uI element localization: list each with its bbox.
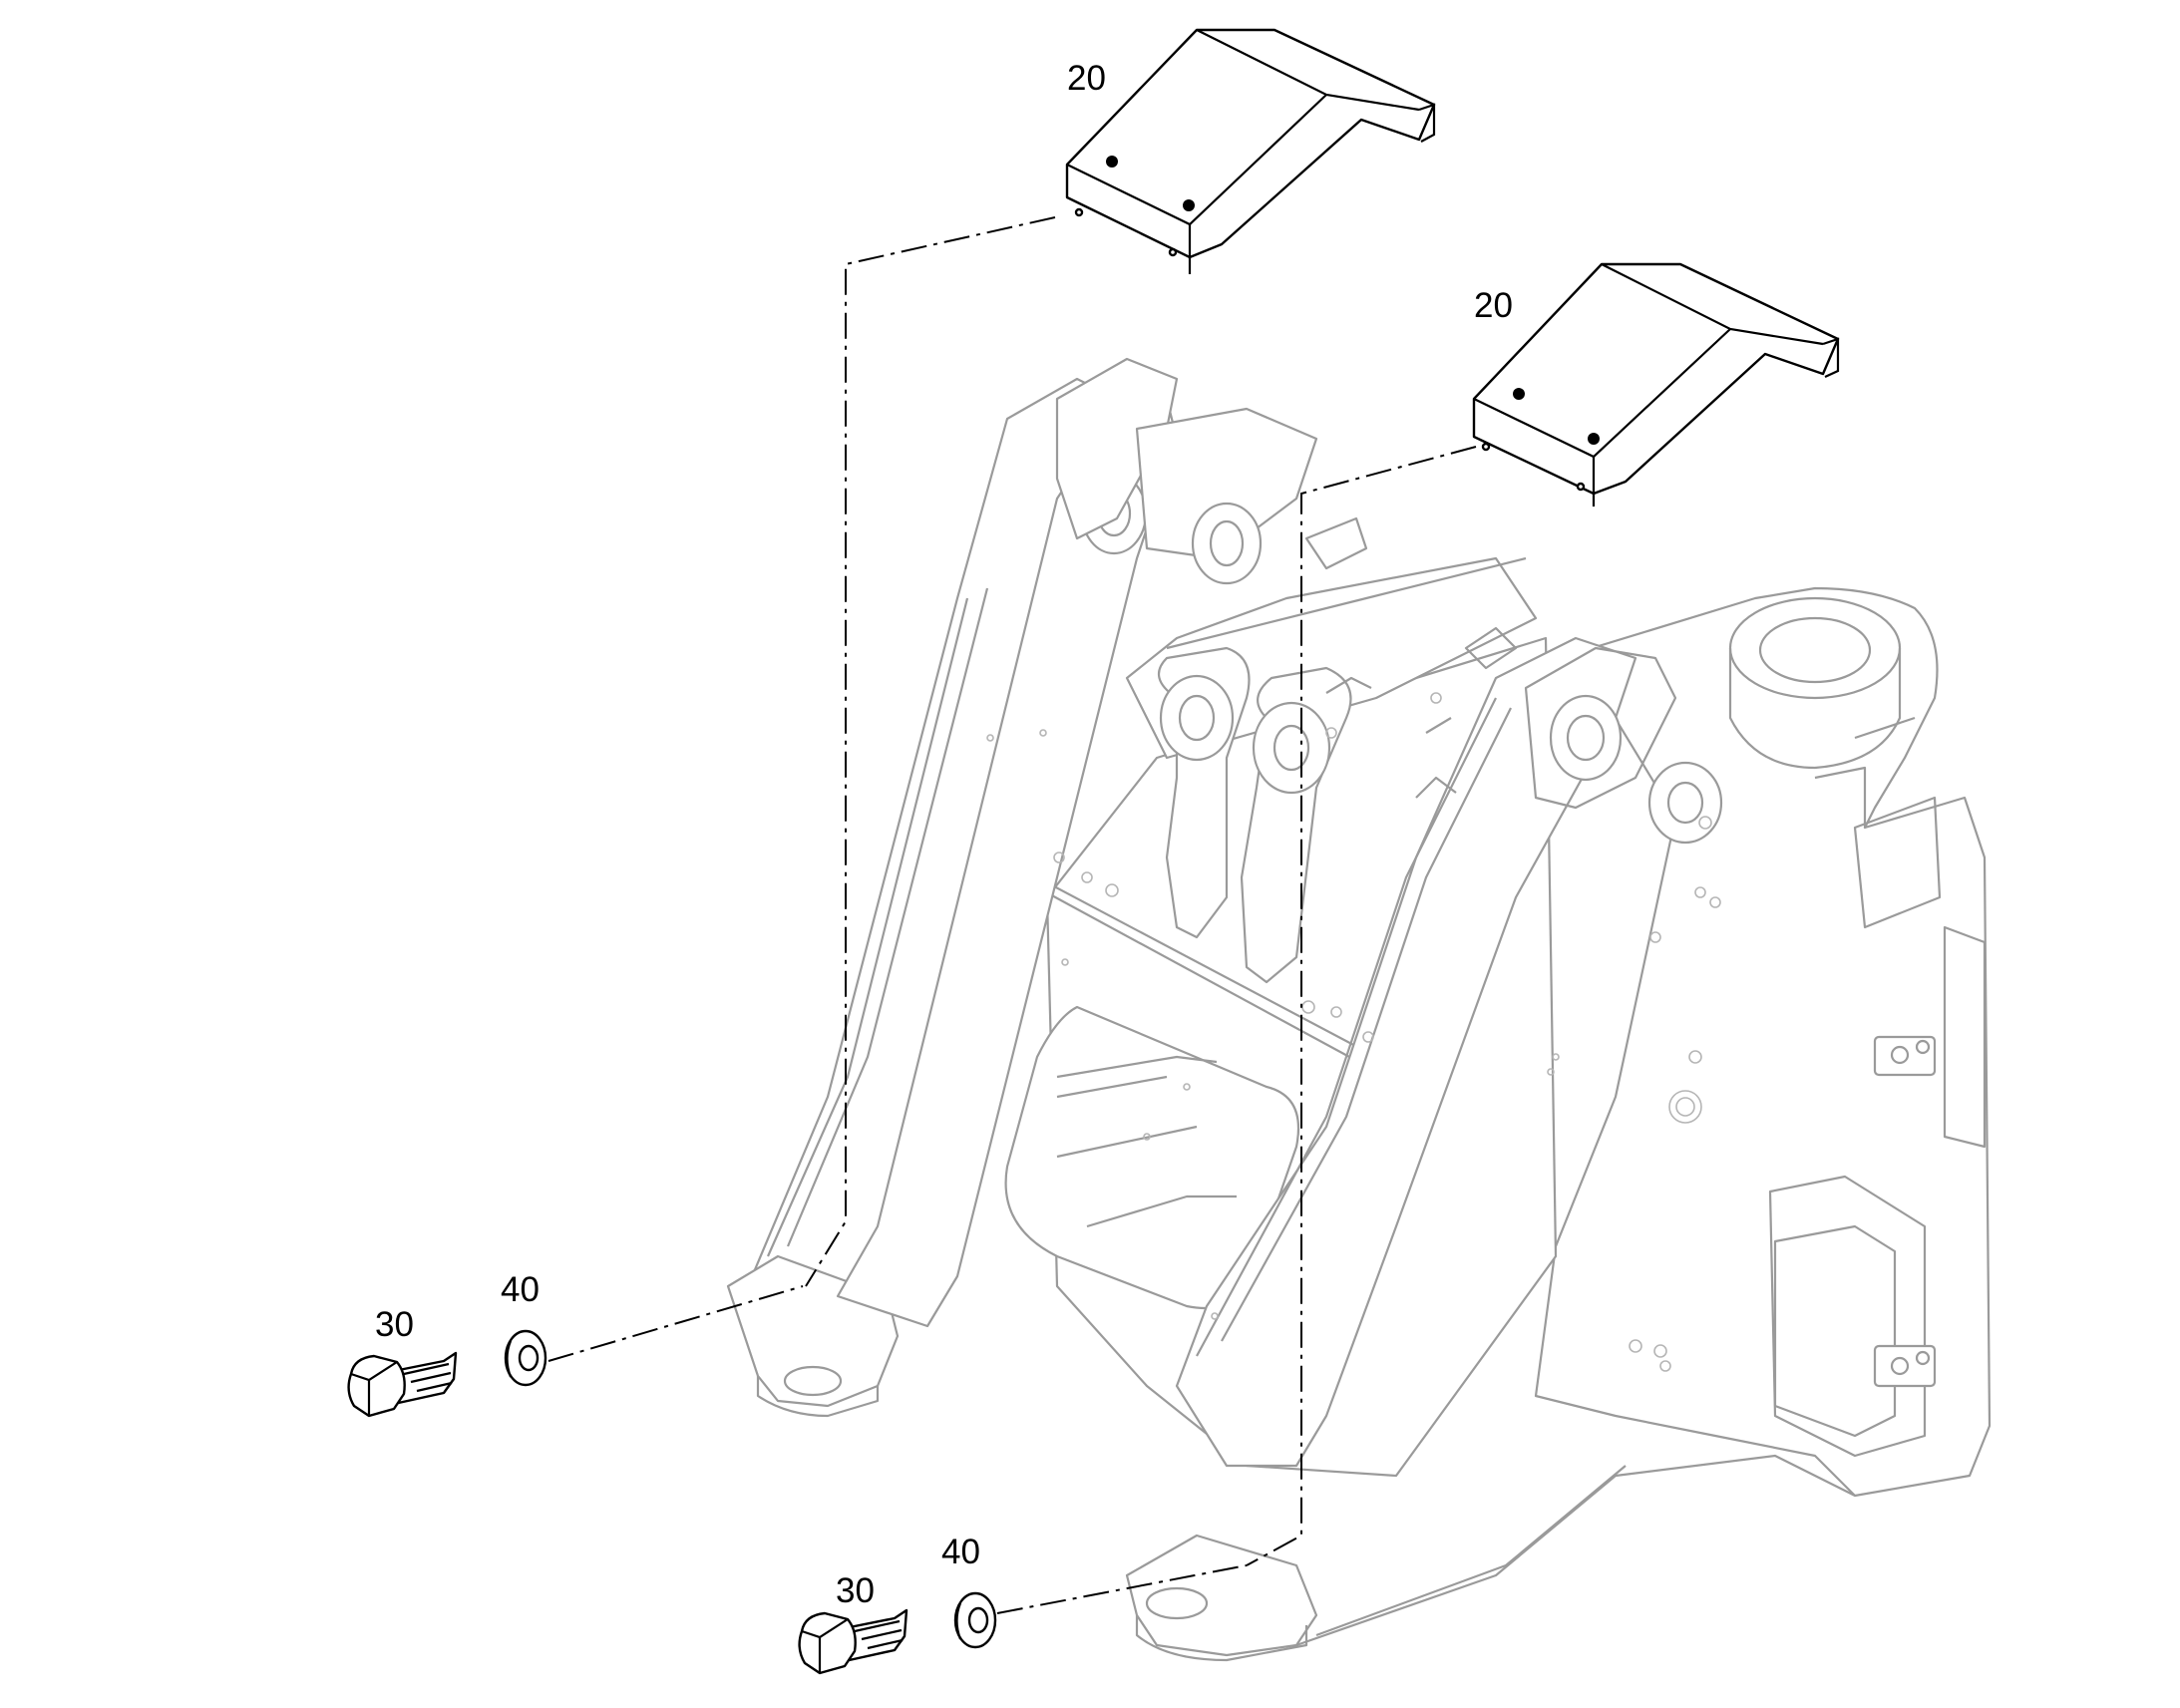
callout-30-bottom: 30: [836, 1571, 875, 1610]
callout-20-right: 20: [1474, 286, 1513, 325]
callout-labels: 20 20 30 40 30 40: [375, 59, 1513, 1610]
cover-plate-right: [1472, 262, 1840, 507]
bolt-bottom: [798, 1608, 908, 1675]
callout-30-left: 30: [375, 1305, 414, 1344]
callout-40-left: 40: [501, 1270, 540, 1309]
callout-20-left: 20: [1067, 59, 1106, 98]
bolt-left: [347, 1351, 458, 1418]
assembly-leader-lines: [547, 216, 1477, 1614]
cover-plate-left: [1065, 28, 1436, 274]
washer-left: [504, 1329, 547, 1387]
callout-40-bottom: 40: [941, 1533, 980, 1571]
washer-bottom: [953, 1591, 997, 1649]
loader-frame: [726, 357, 1992, 1662]
